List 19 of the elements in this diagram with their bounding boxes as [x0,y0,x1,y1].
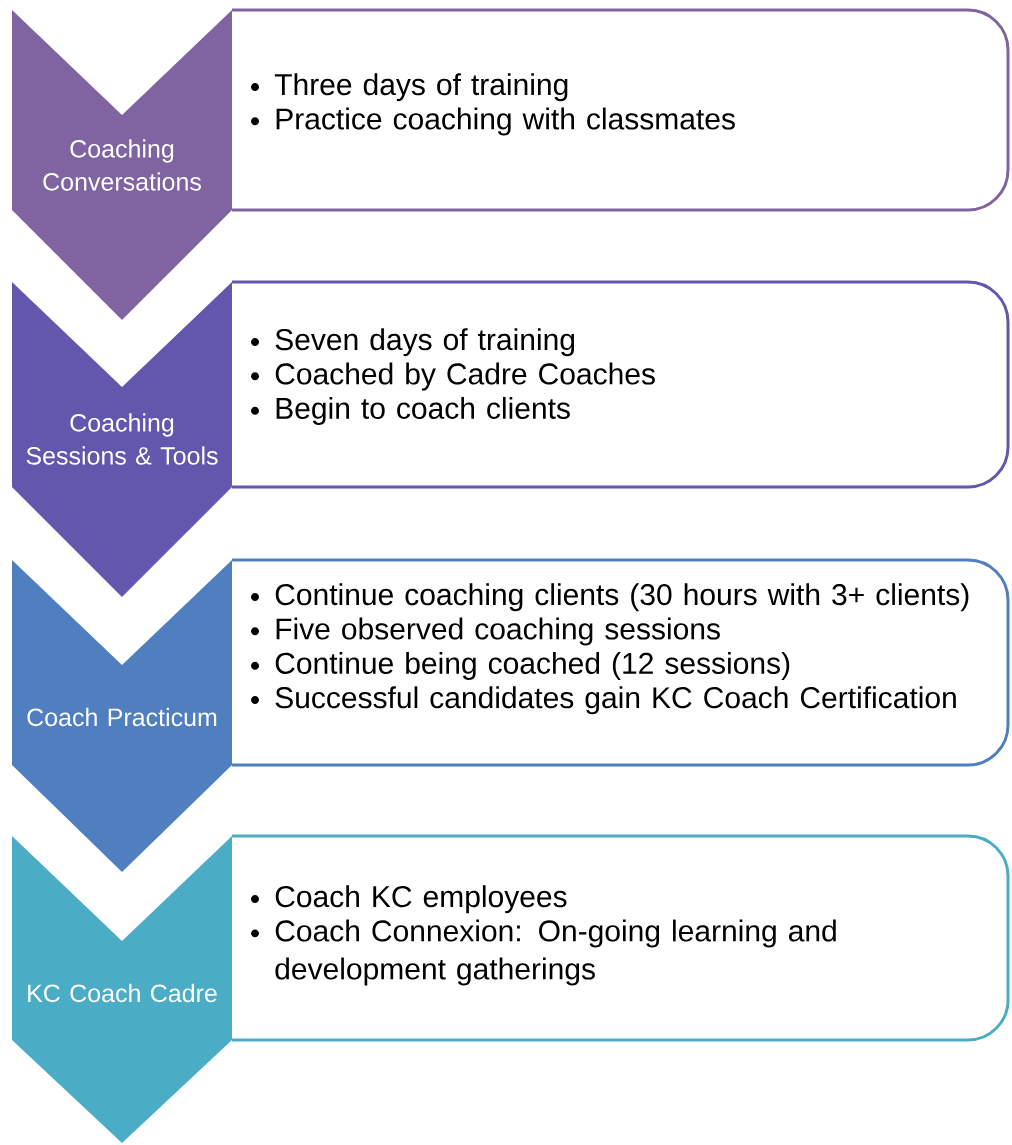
bullet-item: Three days of training [251,73,568,102]
bullet-item: Continue coaching clients (30 hours with 3+ clients) [251,583,969,612]
bullet-item: Begin to coach clients [251,396,570,425]
stage-band: Coaching Conversations [12,10,232,320]
bullet-item: Coach KC employees [251,885,567,914]
bullet-item: Practice coaching with classmates [251,107,735,136]
stage-band: KC Coach Cadre [12,836,232,1143]
rounded-box [232,280,1010,489]
bullet-item: Continue being coached (12 sessions) [251,651,790,680]
rounded-box [232,558,1010,767]
stage-band: Coach Practicum [12,560,232,872]
bullet-item: Coach Connexion: On-going learning and development gatherings [251,919,836,986]
stage-band: Coaching Sessions & Tools [12,282,232,597]
bullet-item: Seven days of training [251,328,575,357]
bullet-item: Successful candidates gain KC Coach Certification [251,686,956,715]
rounded-box [232,834,1010,1042]
bullet-item: Five observed coaching sessions [251,617,720,646]
bullet-item: Coached by Cadre Coaches [251,362,655,391]
rounded-box [232,8,1010,212]
